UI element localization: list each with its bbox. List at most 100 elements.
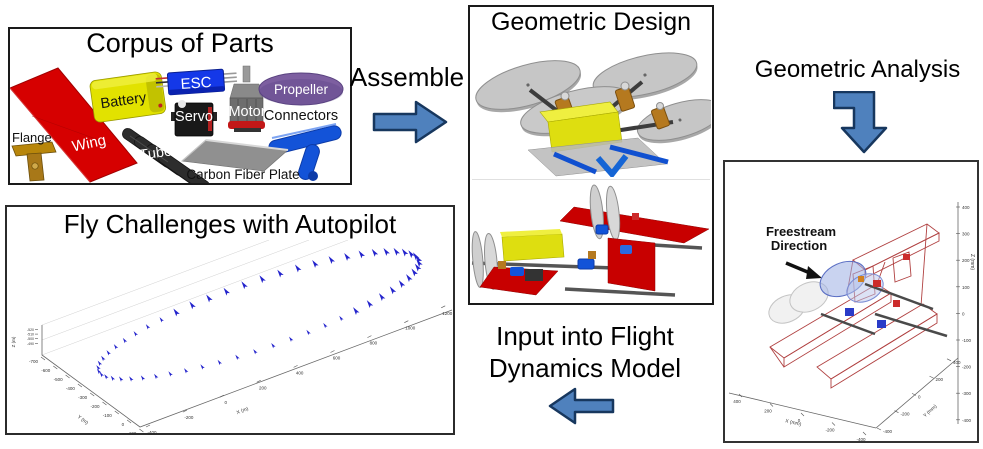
x-axis-label: X (mm) bbox=[785, 418, 803, 428]
servo-part-icon bbox=[171, 100, 217, 137]
x-axis-label: X (m) bbox=[236, 406, 250, 416]
svg-text:-500: -500 bbox=[27, 337, 34, 341]
fly-challenges-box: Fly Challenges with Autopilot -700-600-5… bbox=[5, 205, 455, 435]
right-wing bbox=[559, 206, 710, 244]
svg-text:0: 0 bbox=[798, 418, 801, 423]
freestream-annotation-line1: Freestream bbox=[766, 224, 836, 239]
tubes-label: Tubes bbox=[139, 142, 181, 163]
wing-part-icon bbox=[10, 67, 138, 183]
y-axis-label: Y (mm) bbox=[922, 403, 938, 419]
svg-text:1000: 1000 bbox=[405, 326, 416, 331]
svg-text:400: 400 bbox=[296, 370, 304, 375]
svg-text:200: 200 bbox=[936, 377, 944, 382]
svg-text:-200: -200 bbox=[901, 412, 911, 417]
fly-challenges-title: Fly Challenges with Autopilot bbox=[63, 209, 397, 239]
svg-text:0: 0 bbox=[918, 394, 921, 399]
svg-text:600: 600 bbox=[333, 356, 341, 361]
svg-text:-510: -510 bbox=[27, 333, 34, 337]
svg-text:1200: 1200 bbox=[442, 311, 453, 316]
svg-text:400: 400 bbox=[733, 399, 741, 404]
svg-text:-100: -100 bbox=[103, 413, 113, 418]
svg-text:-200: -200 bbox=[825, 428, 835, 433]
svg-text:-400: -400 bbox=[883, 429, 893, 434]
servo-label: Servo bbox=[175, 109, 213, 125]
svg-text:-400: -400 bbox=[147, 430, 157, 433]
corpus-title: Corpus of Parts bbox=[86, 28, 274, 58]
freestream-analysis-plot: Freestream Direction bbox=[728, 202, 975, 441]
flange-label: Flange bbox=[12, 130, 52, 145]
svg-text:-400: -400 bbox=[856, 437, 866, 441]
svg-text:-200: -200 bbox=[962, 365, 972, 370]
svg-text:-700: -700 bbox=[29, 359, 39, 364]
axes bbox=[728, 202, 959, 429]
freestream-arrow-icon bbox=[785, 261, 822, 279]
geometric-design-box: Geometric Design bbox=[468, 5, 714, 305]
svg-text:800: 800 bbox=[370, 341, 378, 346]
battery-part-icon bbox=[89, 71, 167, 123]
mount-hardware bbox=[498, 213, 639, 281]
svg-text:-400: -400 bbox=[962, 418, 972, 423]
x-axis-ticks: -400 -200 0 200 400 600 800 1000 1200 bbox=[145, 305, 453, 433]
svg-text:0: 0 bbox=[225, 400, 228, 405]
fixedwing-render bbox=[471, 184, 710, 297]
input-model-line2: Dynamics Model bbox=[488, 353, 682, 383]
y-axis-ticks: -400 -200 0 200 400 bbox=[876, 358, 961, 434]
component-markers bbox=[845, 254, 910, 328]
geometric-design-title: Geometric Design bbox=[490, 8, 692, 36]
svg-text:0: 0 bbox=[962, 311, 965, 316]
input-model-line1: Input into Flight bbox=[496, 321, 674, 351]
svg-text:-500: -500 bbox=[54, 377, 64, 382]
svg-text:-200: -200 bbox=[184, 415, 194, 420]
z-axis-label: Z (m) bbox=[11, 336, 16, 347]
svg-text:-520: -520 bbox=[27, 328, 34, 332]
connectors-label: Connectors bbox=[264, 108, 338, 124]
trajectory-plot: -700-600-500-400-300-200-1000100 -400-20… bbox=[11, 240, 453, 433]
svg-text:200: 200 bbox=[764, 409, 772, 414]
input-model-label: Input into Flight Dynamics Model bbox=[460, 320, 710, 384]
tail-plate bbox=[607, 237, 656, 292]
carbon-plate-part-icon bbox=[181, 139, 289, 172]
battery-label: Battery bbox=[100, 90, 148, 112]
propeller-label: Propeller bbox=[274, 82, 329, 97]
geometric-analysis-plot-box: Freestream Direction bbox=[723, 160, 979, 443]
svg-text:100: 100 bbox=[129, 431, 137, 433]
svg-text:-490: -490 bbox=[27, 342, 34, 346]
propeller-part-icon bbox=[258, 72, 344, 106]
assemble-label: Assemble bbox=[349, 62, 465, 92]
battery-box bbox=[500, 229, 565, 262]
motor-label: Motor bbox=[228, 104, 265, 120]
svg-text:-300: -300 bbox=[78, 395, 88, 400]
carbon-plate-label: Carbon Fiber Plate bbox=[186, 167, 299, 182]
svg-text:-400: -400 bbox=[66, 386, 76, 391]
freestream-annotation-line2: Direction bbox=[771, 238, 827, 253]
motor-rods bbox=[820, 282, 948, 338]
trajectory-markers bbox=[96, 247, 423, 382]
flange-part-icon bbox=[11, 141, 57, 182]
z-axis-ticks: -520-510-500-490 bbox=[27, 328, 38, 346]
left-arrow-icon bbox=[548, 387, 615, 425]
parts-illustration: ESC bbox=[10, 65, 344, 183]
svg-text:-300: -300 bbox=[962, 391, 972, 396]
svg-text:200: 200 bbox=[962, 258, 970, 263]
z-axis-label: Z (mm) bbox=[969, 254, 975, 270]
bent-down-arrow-icon bbox=[833, 91, 888, 154]
wing-label: Wing bbox=[71, 132, 108, 156]
axes bbox=[41, 309, 453, 428]
svg-text:400: 400 bbox=[953, 360, 961, 365]
svg-text:200: 200 bbox=[259, 385, 267, 390]
svg-text:400: 400 bbox=[962, 205, 970, 210]
svg-text:-600: -600 bbox=[41, 368, 51, 373]
tubes-part-icon bbox=[122, 128, 210, 183]
design-panel-divider bbox=[472, 179, 710, 180]
grid-lines bbox=[41, 240, 349, 356]
svg-text:ESC: ESC bbox=[180, 74, 212, 93]
svg-text:-200: -200 bbox=[90, 404, 100, 409]
motor-part-icon bbox=[228, 65, 265, 132]
y-axis-label: Y (m) bbox=[76, 414, 90, 426]
svg-text:-100: -100 bbox=[962, 338, 972, 343]
rotor-discs bbox=[768, 260, 884, 324]
blue-arms bbox=[553, 144, 669, 177]
svg-text:100: 100 bbox=[962, 285, 970, 290]
